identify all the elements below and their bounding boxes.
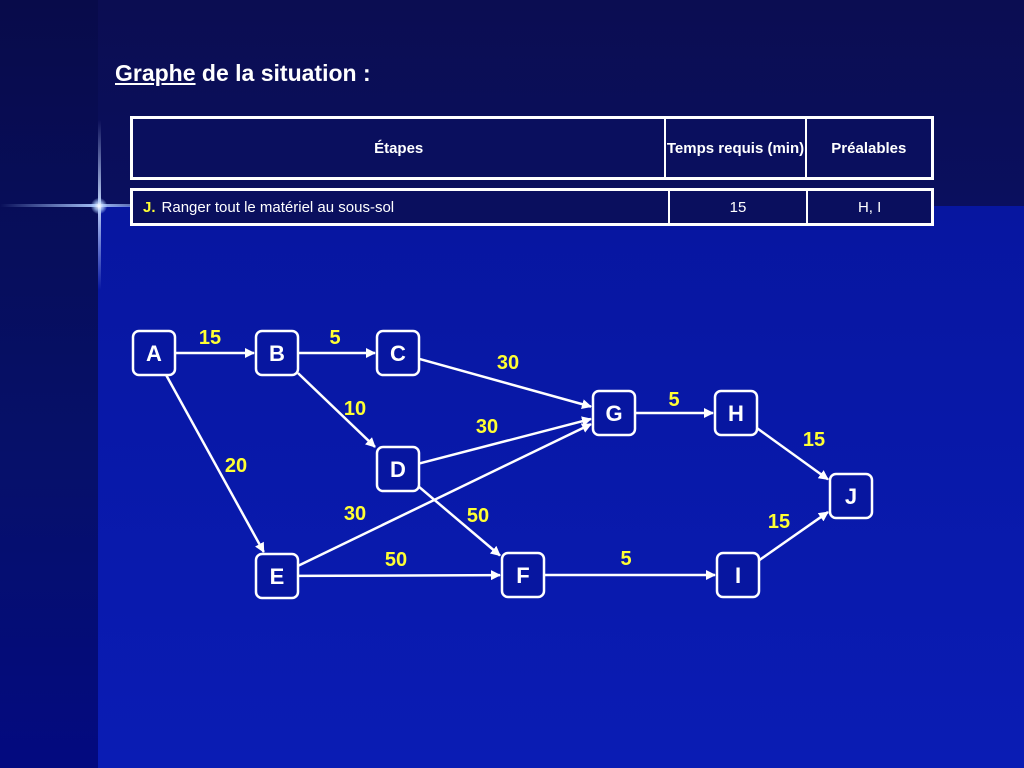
node-j: J xyxy=(828,472,874,520)
weight-label-d-f: 50 xyxy=(467,505,489,527)
nodes-layer: A B C D E F G H I J xyxy=(131,329,874,600)
edge-d-f xyxy=(418,485,501,557)
table-header: Étapes Temps requis (min) Préalables xyxy=(130,116,934,180)
node-a: A xyxy=(131,329,177,377)
header-etapes: Étapes xyxy=(130,116,667,180)
node-i: I xyxy=(715,551,761,599)
edge-c-g xyxy=(418,357,592,410)
weight-label-d-g: 30 xyxy=(476,416,498,438)
node-c: C xyxy=(375,329,421,377)
node-box-g xyxy=(591,389,637,437)
node-label-c: C xyxy=(390,341,406,366)
weight-label-e-g: 30 xyxy=(344,503,366,525)
edge-e-f xyxy=(297,570,501,581)
node-label-b: B xyxy=(269,341,285,366)
table-row: J. Ranger tout le matériel au sous-sol 15… xyxy=(130,188,934,226)
node-label-i: I xyxy=(735,563,741,588)
slide-title: Graphe de la situation : xyxy=(115,60,371,87)
step-tag: J. xyxy=(143,198,156,216)
edge-e-g xyxy=(297,422,592,567)
light-flare-center xyxy=(91,198,107,214)
header-prealables: Préalables xyxy=(804,116,934,180)
cell-etape: J. Ranger tout le matériel au sous-sol xyxy=(130,188,670,226)
cell-temps: 15 xyxy=(667,188,809,226)
edge-i-j xyxy=(758,511,829,562)
node-e: E xyxy=(254,552,300,600)
title-underlined-word: Graphe xyxy=(115,60,196,86)
header-temps-requis: Temps requis (min) xyxy=(664,116,807,180)
weight-label-b-c: 5 xyxy=(329,327,340,349)
table-header-row: Étapes Temps requis (min) Préalables xyxy=(130,116,934,180)
weight-label-c-g: 30 xyxy=(497,352,519,374)
node-h: H xyxy=(713,389,759,437)
edges-layer xyxy=(165,348,829,581)
title-rest: de la situation : xyxy=(195,60,371,86)
weight-label-g-h: 5 xyxy=(668,389,679,411)
edge-h-j xyxy=(756,427,829,481)
node-box-a xyxy=(131,329,177,377)
node-label-e: E xyxy=(270,564,285,589)
node-box-e xyxy=(254,552,300,600)
step-description: Ranger tout le matériel au sous-sol xyxy=(161,198,395,216)
node-label-h: H xyxy=(728,401,744,426)
node-box-c xyxy=(375,329,421,377)
weight-label-b-d: 10 xyxy=(344,398,366,420)
weight-label-e-f: 50 xyxy=(385,549,407,571)
node-label-g: G xyxy=(605,401,622,426)
node-label-j: J xyxy=(845,484,857,509)
node-box-j xyxy=(828,472,874,520)
node-label-d: D xyxy=(390,457,406,482)
node-box-d xyxy=(375,445,421,493)
weight-label-a-b: 15 xyxy=(199,327,221,349)
edge-a-e xyxy=(165,374,265,553)
weight-label-i-j: 15 xyxy=(768,511,790,533)
light-flare-horizontal xyxy=(0,204,175,207)
table-body: J. Ranger tout le matériel au sous-sol 15… xyxy=(130,188,934,226)
weight-labels-layer: 15 5 30 10 30 20 30 50 50 5 5 15 15 xyxy=(199,327,825,571)
node-label-a: A xyxy=(146,341,162,366)
node-d: D xyxy=(375,445,421,493)
node-label-f: F xyxy=(516,563,529,588)
node-b: B xyxy=(254,329,300,377)
weight-label-h-j: 15 xyxy=(803,429,825,451)
node-f: F xyxy=(500,551,546,599)
background-left-band xyxy=(0,0,98,768)
edge-b-d xyxy=(297,372,376,448)
node-box-f xyxy=(500,551,546,599)
node-box-b xyxy=(254,329,300,377)
node-box-h xyxy=(713,389,759,437)
node-g: G xyxy=(591,389,637,437)
cell-prealables: H, I xyxy=(806,188,934,226)
weight-label-a-e: 20 xyxy=(225,455,247,477)
weight-label-f-i: 5 xyxy=(620,548,631,570)
node-box-i xyxy=(715,551,761,599)
edge-d-g xyxy=(418,416,592,465)
